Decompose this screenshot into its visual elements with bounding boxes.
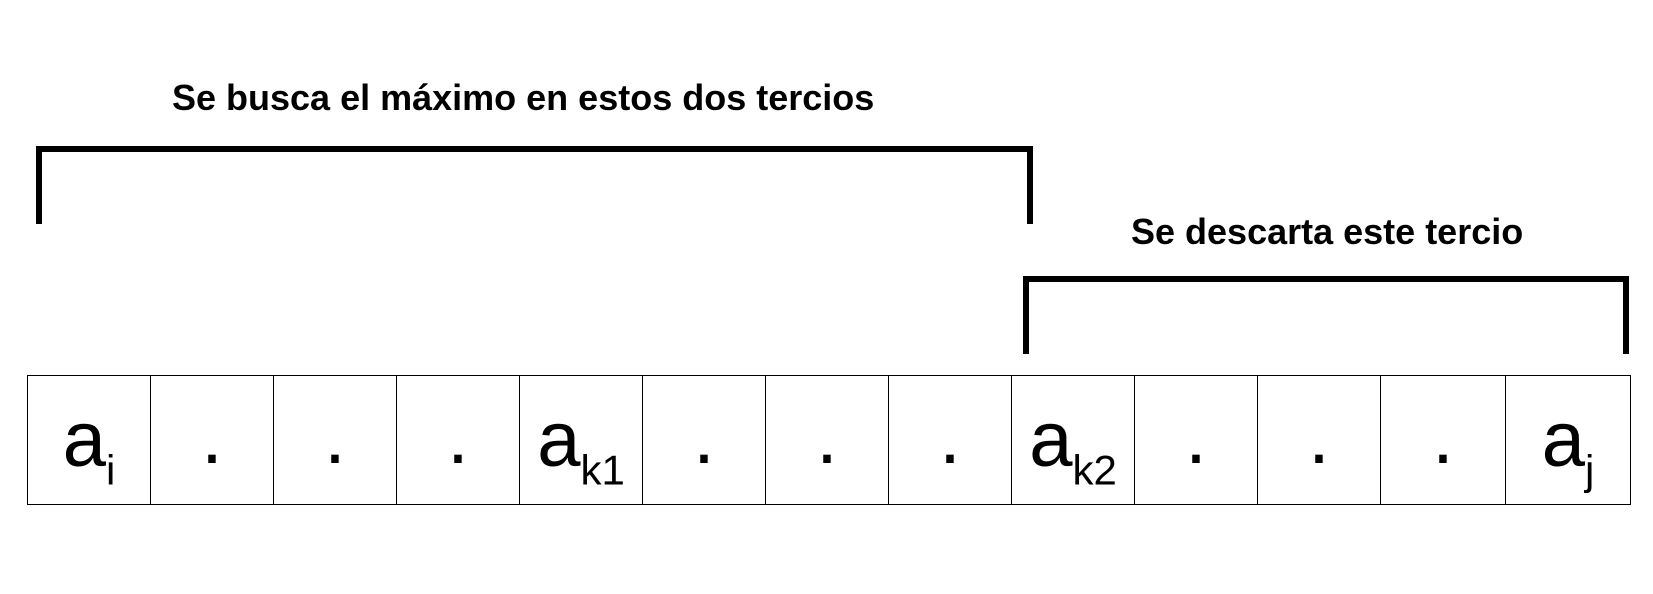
element-subscript: i	[106, 446, 116, 494]
element-base: a	[62, 394, 107, 483]
element-label: ak1	[537, 399, 625, 490]
bracket-two-thirds	[36, 146, 1033, 224]
array-cell: aj	[1506, 376, 1631, 504]
element-subscript: k1	[580, 446, 625, 494]
ellipsis-dot: .	[447, 392, 469, 481]
element-label: aj	[1542, 399, 1595, 490]
array-cell: ak1	[520, 376, 643, 504]
element-base: a	[1029, 394, 1073, 483]
array-cell: ai	[28, 376, 151, 504]
ellipsis-dot: .	[201, 392, 223, 481]
ellipsis-dot: .	[1308, 392, 1330, 481]
ellipsis-dot: .	[324, 392, 346, 481]
element-base: a	[1541, 394, 1586, 483]
array-cell: .	[1381, 376, 1506, 504]
array-cell: .	[889, 376, 1012, 504]
array-cell: ak2	[1012, 376, 1135, 504]
label-search-max-two-thirds: Se busca el máximo en estos dos tercios	[172, 77, 875, 118]
element-subscript: k2	[1072, 446, 1117, 494]
element-label: ai	[63, 399, 116, 490]
ellipsis-dot: .	[939, 392, 961, 481]
array-cell: .	[274, 376, 397, 504]
array-cell: .	[151, 376, 274, 504]
array-row: ai...ak1...ak2...aj	[27, 375, 1631, 505]
ellipsis-dot: .	[816, 392, 838, 481]
array-cell: .	[643, 376, 766, 504]
element-subscript: j	[1585, 446, 1595, 494]
array-cell: .	[766, 376, 889, 504]
label-discard-third: Se descarta este tercio	[1131, 211, 1524, 252]
array-cell: .	[1258, 376, 1381, 504]
element-base: a	[537, 394, 581, 483]
bracket-discarded-third	[1023, 276, 1629, 354]
ellipsis-dot: .	[1432, 392, 1454, 481]
ellipsis-dot: .	[693, 392, 715, 481]
array-cell: .	[1135, 376, 1258, 504]
ellipsis-dot: .	[1185, 392, 1207, 481]
element-label: ak2	[1029, 399, 1117, 490]
array-cell: .	[397, 376, 520, 504]
